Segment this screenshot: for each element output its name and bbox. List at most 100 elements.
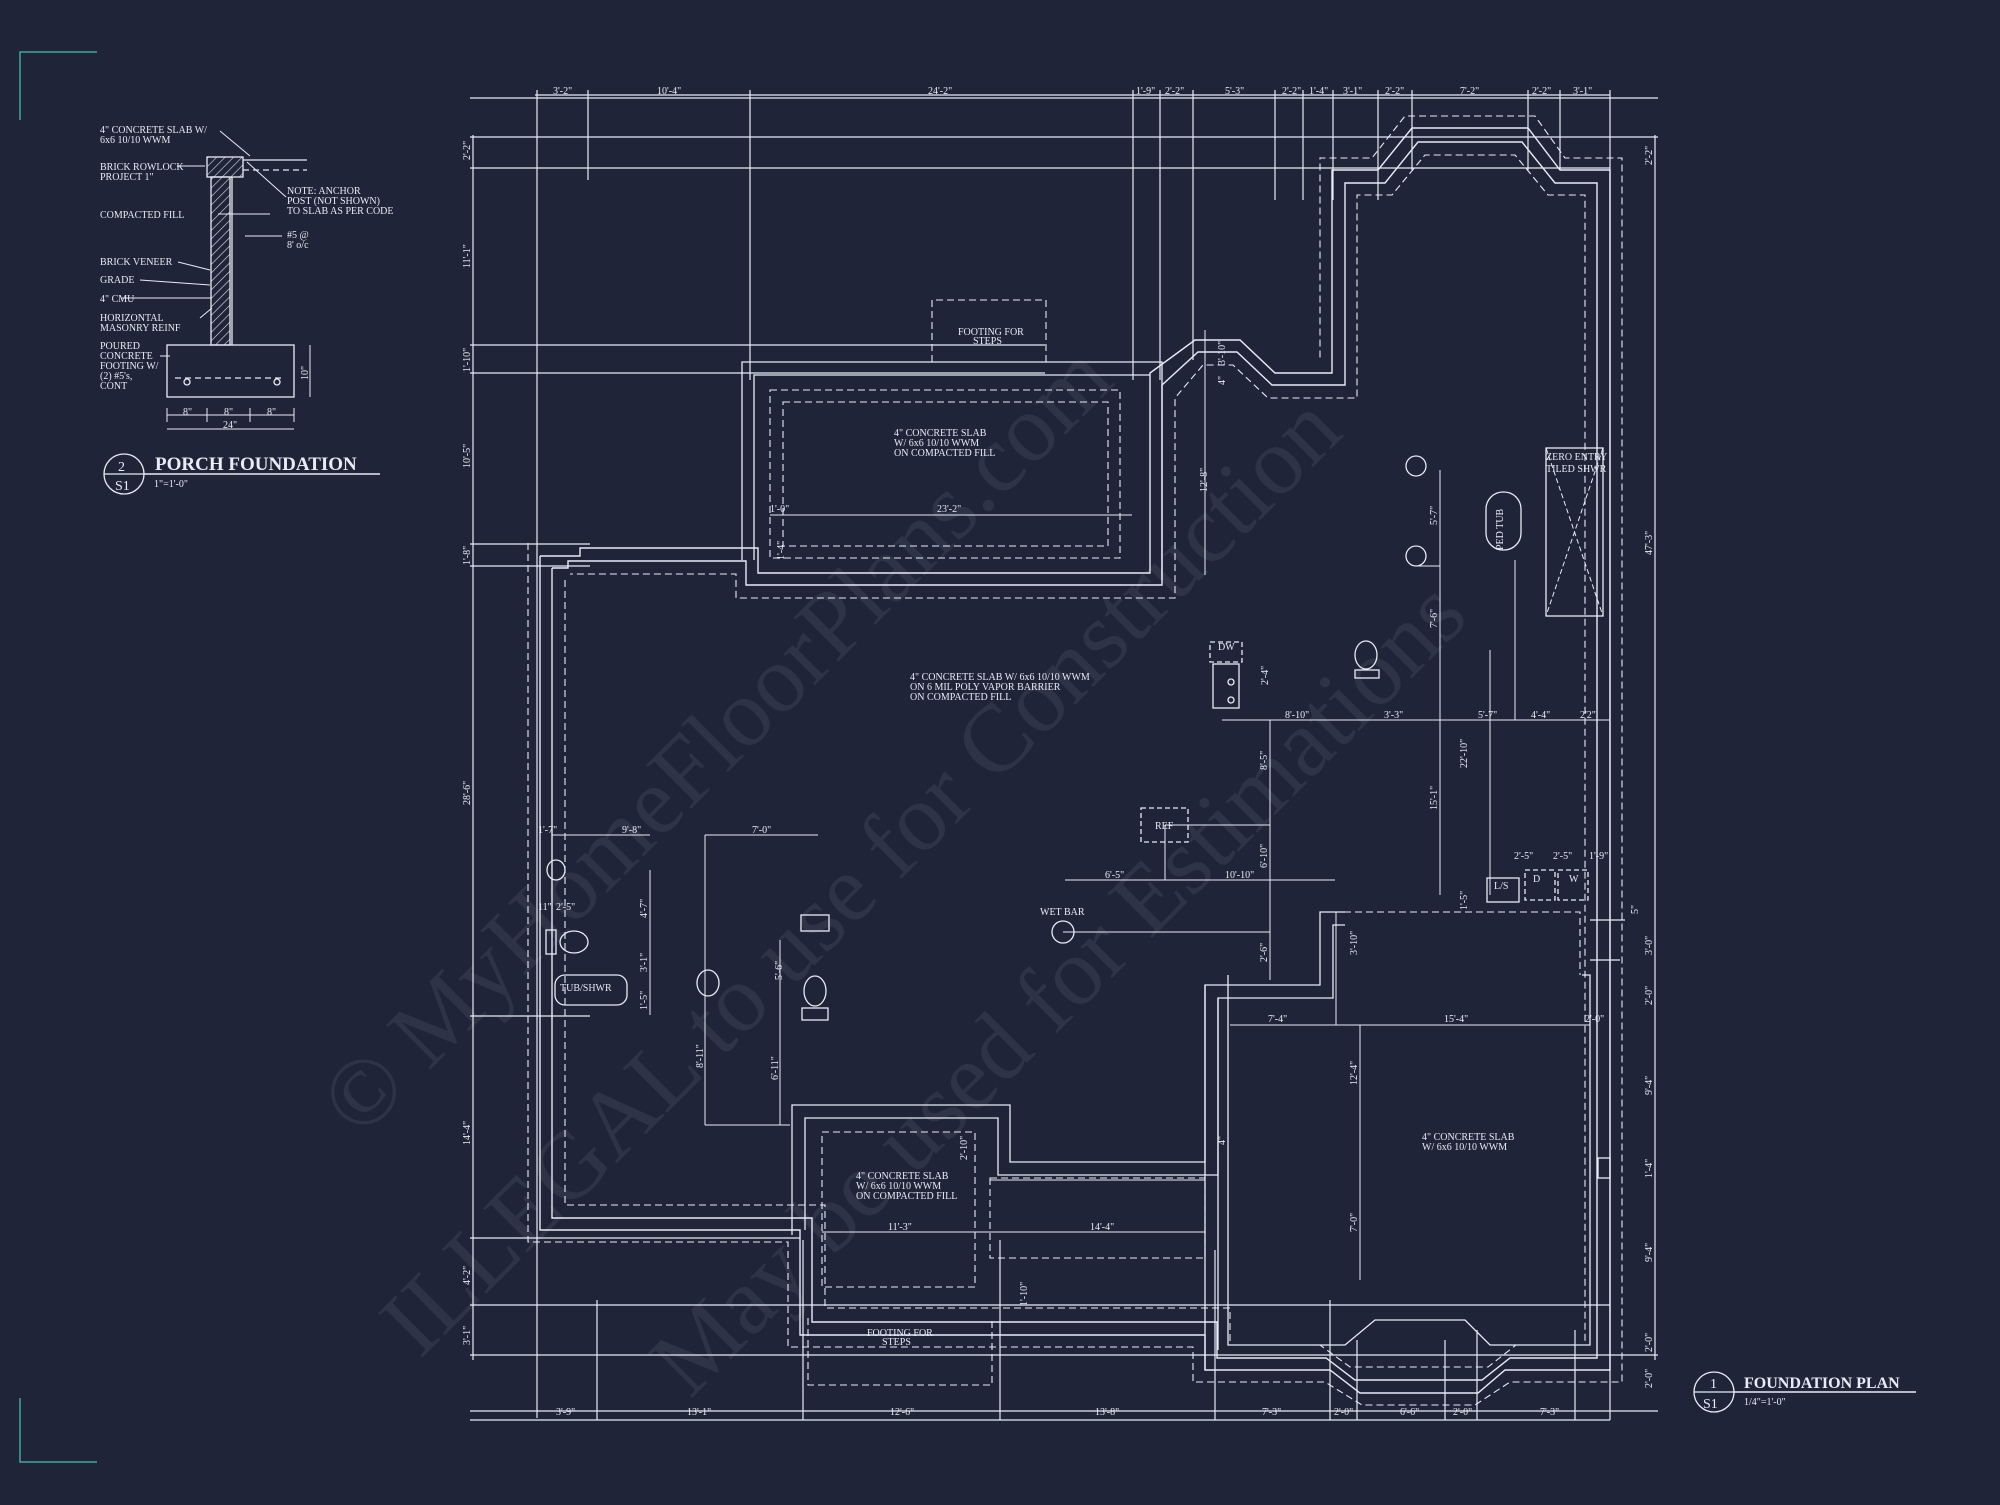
dishwasher xyxy=(1209,641,1243,663)
dim-interior: 23'-2" xyxy=(937,504,961,515)
note-wet-bar: WET BAR xyxy=(1040,907,1085,918)
dim-top: 2'-2" xyxy=(1282,86,1301,97)
dim-interior: 1'-5" xyxy=(1459,891,1470,910)
label-grade: GRADE xyxy=(100,275,134,286)
dim-top: 24'-2" xyxy=(928,86,952,97)
porch-detail-title: 2 S1 PORCH FOUNDATION 1"=1'-0" xyxy=(103,453,380,495)
dim-interior: 6'-5" xyxy=(1105,870,1124,881)
note-zero-entry: ZERO ENTRY xyxy=(1546,452,1607,463)
dim-right: 47'-3" xyxy=(1644,531,1655,555)
note-washer: W xyxy=(1569,874,1579,885)
dim-left: 2'-2" xyxy=(462,141,473,160)
dim-right: 2'-0" xyxy=(1644,1369,1655,1388)
note-garage-slab-2: W/ 6x6 10/10 WWM xyxy=(1422,1142,1507,1153)
top-dimensions: 3'-2" 10'-4" 24'-2" 1'-9" 2'-2" 5'-3" 2'… xyxy=(553,86,1592,97)
plan-title: FOUNDATION PLAN xyxy=(1744,1375,1900,1392)
note-main-slab: 4" CONCRETE SLAB W/ 6x6 10/10 WWM xyxy=(910,672,1090,683)
label-rebar: #5 @ xyxy=(287,230,309,241)
dim-interior: 3'-10" xyxy=(1349,931,1360,955)
label-note: NOTE: ANCHOR xyxy=(287,186,361,197)
right-dimensions: 2'-2" 47'-3" 3'-0" 2'-0" 9'-4" 1'-4" 9'-… xyxy=(1644,146,1655,1388)
zero-entry-shower xyxy=(1545,447,1604,617)
lav-sink-bath3 xyxy=(800,914,830,932)
dim-interior: 4'-7" xyxy=(639,899,650,918)
dim-interior: 7'-0" xyxy=(1349,1213,1360,1232)
dim-interior: 1'-9" xyxy=(1589,851,1608,862)
dim-bottom: 6'-6" xyxy=(1400,1407,1419,1418)
dim-interior: 3'-10" xyxy=(1217,341,1228,365)
dim-interior: 6'-10" xyxy=(1259,844,1270,868)
label-footing-4: (2) #5's, xyxy=(100,371,132,382)
dim-8b: 8" xyxy=(224,407,233,418)
fixtures xyxy=(545,447,1604,1021)
plan-title-block: 1 S1 FOUNDATION PLAN 1/4"=1'-0" xyxy=(1693,1371,1916,1413)
dim-bottom: 3'-9" xyxy=(556,1407,575,1418)
dim-interior: 8'-10" xyxy=(1285,710,1309,721)
plan-scale: 1/4"=1'-0" xyxy=(1744,1397,1786,1408)
interior-dimensions: 23'-2" 1'-0" 12'-8" 1'-4" 3'-10" 4" 5'-7… xyxy=(538,341,1641,1306)
dimension-frame xyxy=(470,90,1658,1421)
toilet-hall xyxy=(559,930,589,954)
front-porch xyxy=(741,299,1163,580)
dim-interior: 14'-4" xyxy=(1090,1222,1114,1233)
label-footing: POURED xyxy=(100,341,140,352)
note-footing-bottom-2: STEPS xyxy=(882,1337,911,1348)
dim-bottom: 2'-0" xyxy=(1453,1407,1472,1418)
note-ped-tub: PED TUB xyxy=(1495,508,1506,550)
note-dw: DW xyxy=(1218,642,1235,653)
dim-interior: 2'-10" xyxy=(959,1136,970,1160)
sheet-corner-marks xyxy=(19,51,97,1463)
porch-foundation-detail xyxy=(122,130,311,430)
lav-sink-1 xyxy=(1405,455,1427,477)
label-note-2: POST (NOT SHOWN) xyxy=(287,196,380,207)
dim-top: 2'-2" xyxy=(1165,86,1184,97)
dim-interior: 22'-10" xyxy=(1459,739,1470,768)
dim-interior: 9'-8" xyxy=(622,825,641,836)
laundry-sink xyxy=(1486,877,1520,903)
left-dimensions: 2'-2" 11'-1" 1'-10" 10'-5" 1'-8" 28'-6" … xyxy=(462,141,473,1345)
dim-interior: 12'-4" xyxy=(1349,1061,1360,1085)
dim-bottom: 12'-6" xyxy=(890,1407,914,1418)
washer xyxy=(1557,869,1589,901)
label-footing-3: FOOTING W/ xyxy=(100,361,159,372)
toilet-bath2 xyxy=(803,975,827,1007)
dim-left: 1'-10" xyxy=(462,348,473,372)
dim-interior: 15'-4" xyxy=(1444,1014,1468,1025)
dim-right: 1'-4" xyxy=(1644,1159,1655,1178)
dim-interior: 1'-0" xyxy=(770,504,789,515)
dim-interior: 10'-10" xyxy=(1225,870,1254,881)
lav-sink-bath2 xyxy=(696,969,720,997)
dim-interior: 4" xyxy=(1217,376,1228,385)
dim-left: 1'-8" xyxy=(462,546,473,565)
dim-interior: 1'-7" xyxy=(538,825,557,836)
kitchen-sink xyxy=(1212,663,1240,709)
dim-interior: 7'-0" xyxy=(752,825,771,836)
note-footing-bottom: FOOTING FOR xyxy=(867,1328,933,1339)
dim-24: 24" xyxy=(223,420,237,431)
dim-right: 2'-0" xyxy=(1644,986,1655,1005)
dim-interior: 1'-5" xyxy=(639,991,650,1010)
dim-8c: 8" xyxy=(267,407,276,418)
dim-top: 2'-2" xyxy=(1385,86,1404,97)
label-footing-5: CONT xyxy=(100,381,127,392)
dryer xyxy=(1524,869,1556,901)
dim-interior: 15'-1" xyxy=(1429,786,1440,810)
dim-right: 2'-0" xyxy=(1644,1333,1655,1352)
dim-right: 3'-0" xyxy=(1644,936,1655,955)
note-footing-top-2: STEPS xyxy=(973,336,1002,347)
dim-interior: 8'-5" xyxy=(1259,751,1270,770)
tub-shower xyxy=(554,974,628,1006)
dim-interior: 2'-5" xyxy=(1514,851,1533,862)
dim-left: 3'-1" xyxy=(462,1326,473,1345)
note-dryer: D xyxy=(1533,874,1540,885)
garage xyxy=(1204,911,1625,1370)
dim-bottom: 13'-8" xyxy=(1095,1407,1119,1418)
watermark-layer: © MyHomeFloorPlans.com ILLEGAL to use fo… xyxy=(299,322,1485,1414)
dim-10: 10" xyxy=(300,366,311,380)
note-tub-shwr: TUB/SHWR xyxy=(560,983,612,994)
dim-interior: 5'-6" xyxy=(774,961,785,980)
dim-interior: 3'-1" xyxy=(639,953,650,972)
dim-interior: 2'-6" xyxy=(1259,943,1270,962)
label-rowlock-2: PROJECT 1" xyxy=(100,172,154,183)
